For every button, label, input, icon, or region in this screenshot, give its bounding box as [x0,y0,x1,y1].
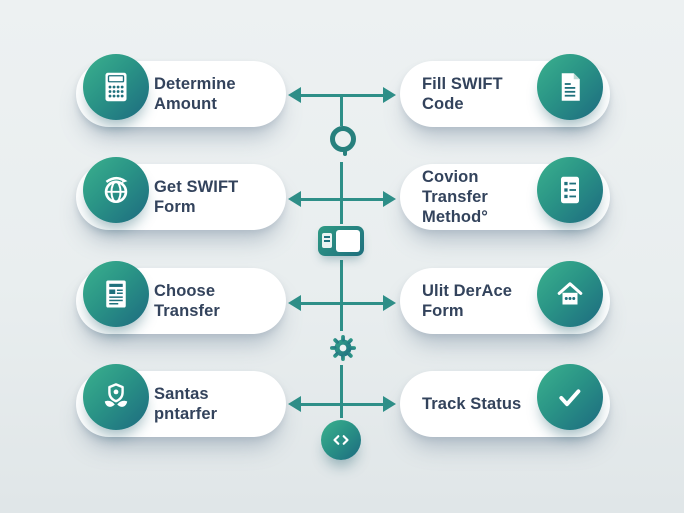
arrow-head-right-icon [383,396,396,412]
magnifier-handle [343,147,347,156]
card-label-line: Form [154,198,196,216]
card-label-line: Transfer Method° [422,187,488,227]
flow-line-vertical [339,94,343,126]
arrow-line [297,301,387,305]
arrow-head-left-icon [288,396,301,412]
flow-card-fill-swift-code: Fill SWIFT Code [400,54,610,127]
card-emblem [322,233,332,248]
flow-card-form: Ulit DerAce Form [400,261,610,334]
double-arrow [288,191,396,207]
arrow-line [297,93,387,97]
double-arrow [288,396,396,412]
flow-card-choose-transfer: Choose Transfer [76,261,286,334]
card-label-line: Fill SWIFT Code [422,74,503,113]
card-label: Fill SWIFT Code [422,61,530,127]
checklist-icon [537,157,603,223]
check-icon [537,364,603,430]
calculator-icon [83,54,149,120]
flow-card-transfer-method: Covion Transfer Method° [400,157,610,230]
arrow-head-right-icon [383,295,396,311]
arrow-head-right-icon [383,191,396,207]
arrow-line [297,197,387,201]
arrow-line [297,402,387,406]
flow-line-vertical [339,162,343,224]
shield-plant-icon [83,364,149,430]
arrow-head-right-icon [383,87,396,103]
flow-line-vertical [339,365,343,418]
card-label-line: Determine Amount [154,74,236,113]
card-label-line: Form [422,302,464,320]
globe-icon [83,157,149,223]
document-icon [537,54,603,120]
card-label-line: Ulit DerAce [422,281,513,300]
flow-card-determine-amount: Determine Amount [76,54,286,127]
card-label-line: Choose Transfer [154,281,220,320]
flow-card-track-status: Track Status [400,364,610,437]
card-label: Covion Transfer Method° [422,164,530,230]
card-label: Get SWIFT Form [154,164,276,230]
card-label: Determine Amount [154,61,276,127]
arrow-head-left-icon [288,87,301,103]
card-label-line: Track Status [422,394,522,413]
arrow-head-left-icon [288,191,301,207]
gear-icon [328,333,358,363]
card-label: Choose Transfer [154,268,276,334]
flow-line-vertical [339,260,343,331]
arrow-head-left-icon [288,295,301,311]
cycle-arrows-icon [321,420,361,460]
form-icon [83,261,149,327]
double-arrow [288,87,396,103]
card-label: Santas pntarfer [154,371,276,437]
magnifier-icon [330,126,356,156]
card-label-line: Covion [422,167,479,186]
home-icon [537,261,603,327]
double-arrow [288,295,396,311]
card-label: Ulit DerAce Form [422,268,530,334]
card-label: Track Status [422,371,530,437]
flow-card-get-swift-form: Get SWIFT Form [76,157,286,230]
card-icon [318,226,364,256]
flow-card-transfer: Santas pntarfer [76,364,286,437]
card-label-line: Get SWIFT [154,177,239,196]
card-label-line: Santas pntarfer [154,384,218,423]
card-slot [336,230,360,252]
